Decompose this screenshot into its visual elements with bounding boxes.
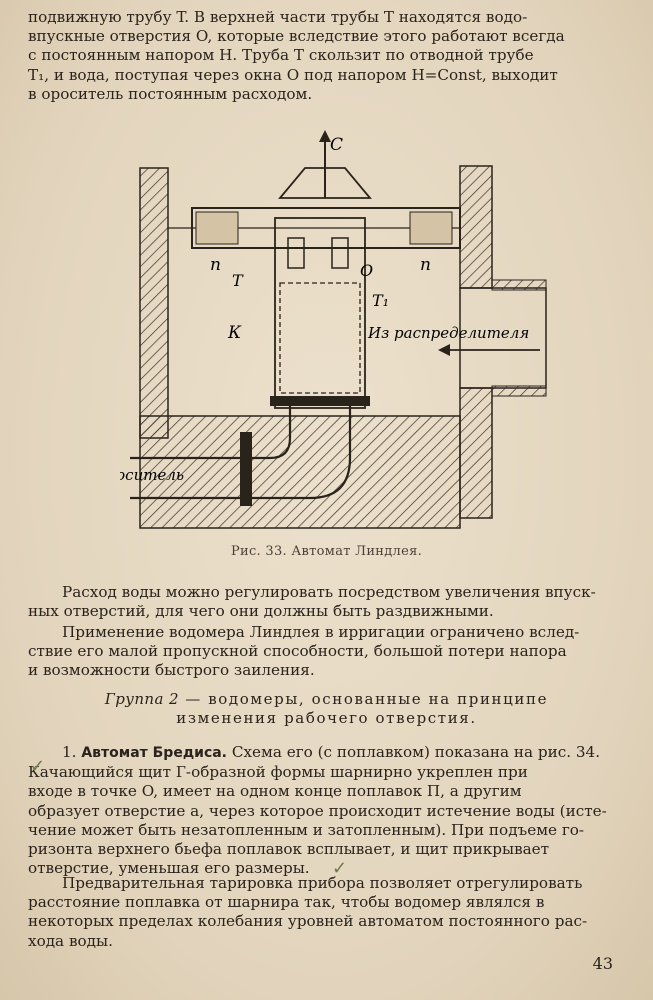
outlet-pipe-bottom bbox=[130, 406, 352, 500]
text-line: подвижную трубу T. В верхней части трубы… bbox=[28, 8, 528, 26]
figure-caption: Рис. 33. Автомат Линдлея. bbox=[230, 544, 423, 559]
flange bbox=[270, 396, 370, 406]
text-line: T₁, и вода, поступая через окна O под на… bbox=[28, 65, 558, 84]
text-line: Расход воды можно регулировать посредств… bbox=[62, 583, 596, 601]
label-t1: T₁ bbox=[372, 291, 389, 310]
item-first-line: Схема его (с поплавком) показана на рис.… bbox=[227, 743, 601, 761]
page-number: 43 bbox=[592, 954, 613, 973]
label-c: С bbox=[330, 135, 343, 155]
text-line: некоторых пределах колебания уровней авт… bbox=[28, 912, 588, 931]
text-line: входе в точке O, имеет на одном конце по… bbox=[28, 782, 522, 801]
item-number: 1. bbox=[62, 743, 77, 761]
flow-arrow-head bbox=[438, 344, 450, 356]
group-prefix: Группа 2 bbox=[104, 690, 179, 708]
text-line: хода воды. bbox=[28, 931, 113, 950]
left-wall bbox=[139, 167, 169, 439]
outlet-pipe-top bbox=[130, 406, 292, 460]
pencil-check-mark: ✓ bbox=[332, 858, 348, 879]
text-line: впускные отверстия O, которые вследствие… bbox=[28, 27, 565, 46]
figure-lindley-automat: С п п T O T₁ К Из распределителя в ороси… bbox=[120, 130, 547, 529]
item-title: Автомат Бредиса. bbox=[81, 745, 228, 761]
text-line: отверстие, уменьшая его размеры. bbox=[28, 859, 310, 878]
group-heading: Группа 2 — водомеры, основанные на принц… bbox=[0, 690, 653, 728]
text-line: Применение водомера Линдлея в ирригации … bbox=[62, 623, 580, 641]
right-wall-upper bbox=[459, 165, 493, 289]
float-left bbox=[195, 211, 239, 245]
text-line: в ороситель постоянным расходом. bbox=[28, 84, 313, 103]
text-line: ных отверстий, для чего они должны быть … bbox=[28, 602, 494, 621]
float-frame bbox=[191, 207, 461, 249]
text-line: с постоянным напором H. Труба T скользит… bbox=[28, 46, 534, 65]
text-line: чение может быть незатопленным и затопле… bbox=[28, 820, 585, 839]
text-line: Предварительная тарировка прибора позвол… bbox=[62, 874, 583, 892]
pipe-bottom-hatch bbox=[491, 385, 547, 397]
text-line: образует отверстие a, через которое прои… bbox=[28, 801, 607, 820]
right-wall-lower bbox=[459, 387, 493, 519]
paragraph-4: 1. Автомат Бредиса. Схема его (с поплавк… bbox=[28, 743, 618, 878]
label-from-distributor: Из распределителя bbox=[367, 324, 529, 342]
text-line: ствие его малой пропускной способности, … bbox=[28, 642, 567, 661]
label-k: К bbox=[227, 323, 242, 343]
text-line: расстояние поплавка от шарнира так, чтоб… bbox=[28, 893, 545, 912]
paragraph-3: Применение водомера Линдлея в ирригации … bbox=[28, 623, 618, 681]
floor bbox=[139, 415, 461, 529]
paragraph-1: подвижную трубу T. В верхней части трубы… bbox=[28, 8, 618, 104]
stem-arrow bbox=[319, 130, 331, 142]
text-line: Качающийся щит Г-образной формы шарнирно… bbox=[28, 763, 528, 782]
moving-tube bbox=[274, 217, 366, 409]
label-t: T bbox=[232, 271, 244, 290]
text-line: ризонта верхнего бьефа поплавок всплывае… bbox=[28, 840, 550, 859]
label-to-sprinkler: в ороситель bbox=[120, 466, 184, 484]
top-cone bbox=[278, 167, 372, 199]
paragraph-2: Расход воды можно регулировать посредств… bbox=[28, 583, 618, 621]
pipe-flange bbox=[240, 432, 252, 506]
pipe-top-hatch bbox=[491, 279, 547, 291]
float-right bbox=[409, 211, 453, 245]
window-left bbox=[287, 237, 305, 269]
text-line: и возможности быстрого заиления. bbox=[28, 661, 315, 680]
group-heading-line-2: изменения рабочего отверстия. bbox=[176, 709, 477, 727]
inner-tube bbox=[279, 282, 361, 394]
text-line-first: 1. Автомат Бредиса. Схема его (с поплавк… bbox=[28, 743, 618, 763]
pencil-check-mark: ✓ bbox=[30, 756, 46, 777]
paragraph-5: Предварительная тарировка прибора позвол… bbox=[28, 874, 618, 951]
window-right bbox=[331, 237, 349, 269]
group-heading-rest: — водомеры, основанные на принципе bbox=[178, 690, 549, 708]
label-o: O bbox=[360, 261, 373, 280]
group-heading-line-1: Группа 2 — водомеры, основанные на принц… bbox=[0, 690, 653, 709]
label-p-left: п bbox=[210, 255, 221, 275]
label-p-right: п bbox=[420, 255, 431, 275]
